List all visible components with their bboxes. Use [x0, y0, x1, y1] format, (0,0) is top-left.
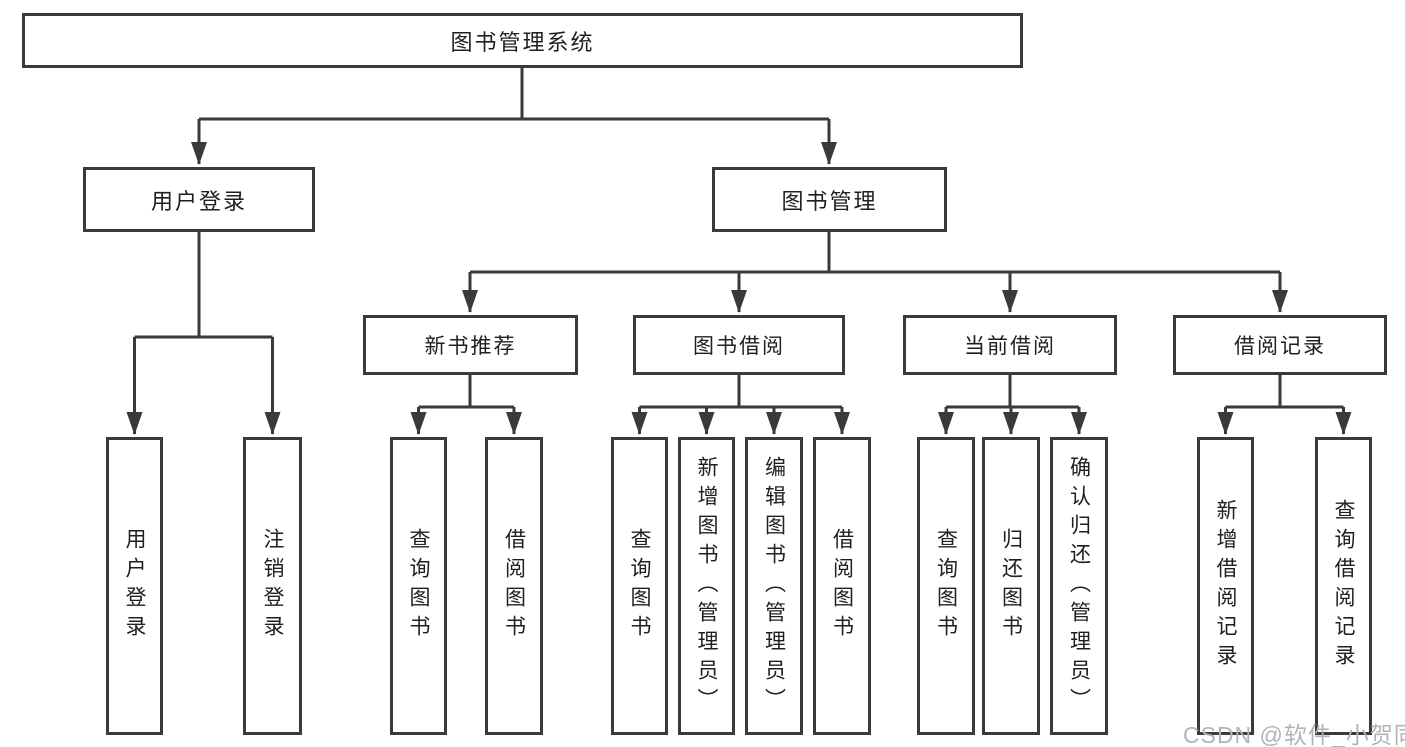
leaf-query-books-2: 查询图书 — [611, 437, 668, 735]
csdn-watermark: CSDN @软件_小贺同学 — [1183, 722, 1405, 747]
leaf-query-books-1: 查询图书 — [390, 437, 447, 735]
leaf-add-borrow-record: 新增借阅记录 — [1197, 437, 1254, 735]
leaf-label: 查询图书 — [628, 528, 651, 644]
node-current-borrowing: 当前借阅 — [903, 315, 1117, 375]
leaf-label: 编辑图书（管理员） — [762, 455, 786, 717]
leaf-logout: 注销登录 — [243, 437, 302, 735]
connector-current-borrow-stem — [946, 374, 1079, 409]
leaf-label: 借阅图书 — [502, 528, 526, 644]
leaf-label: 注销登录 — [261, 528, 284, 644]
leaf-add-books-admin: 新增图书（管理员） — [678, 437, 735, 735]
leaf-label: 归还图书 — [999, 528, 1023, 644]
connector-new-book-stem — [418, 374, 514, 409]
leaf-return-books: 归还图书 — [982, 437, 1040, 735]
node-library-system: 图书管理系统 — [22, 13, 1023, 68]
connector-borrow-records-stem — [1225, 374, 1344, 409]
leaf-label: 查询图书 — [407, 528, 430, 644]
node-book-management: 图书管理 — [712, 167, 947, 232]
leaf-query-books-3: 查询图书 — [917, 437, 975, 735]
leaf-label: 用户登录 — [123, 528, 146, 644]
leaf-label: 借阅图书 — [830, 528, 854, 644]
connector-book-borrow-stem — [639, 374, 842, 409]
leaf-borrow-books-1: 借阅图书 — [485, 437, 543, 735]
leaf-confirm-return-admin: 确认归还（管理员） — [1050, 437, 1108, 735]
leaf-query-borrow-record: 查询借阅记录 — [1315, 437, 1372, 735]
connector-book-management-stem — [470, 231, 1280, 274]
leaf-user-login: 用户登录 — [106, 437, 163, 735]
node-new-book-recommendation: 新书推荐 — [363, 315, 578, 375]
leaf-borrow-books-2: 借阅图书 — [813, 437, 871, 735]
leaf-label: 查询图书 — [934, 528, 958, 644]
leaf-label: 新增图书（管理员） — [695, 455, 718, 717]
node-user-login: 用户登录 — [83, 167, 315, 232]
leaf-label: 确认归还（管理员） — [1067, 455, 1091, 717]
leaf-label: 新增借阅记录 — [1214, 499, 1237, 673]
node-borrowing-records: 借阅记录 — [1173, 315, 1387, 375]
connector-user-login-stem — [134, 231, 273, 339]
leaf-label: 查询借阅记录 — [1332, 499, 1355, 673]
node-book-borrowing: 图书借阅 — [633, 315, 845, 375]
leaf-edit-books-admin: 编辑图书（管理员） — [745, 437, 803, 735]
connector-root-stem — [199, 66, 829, 121]
